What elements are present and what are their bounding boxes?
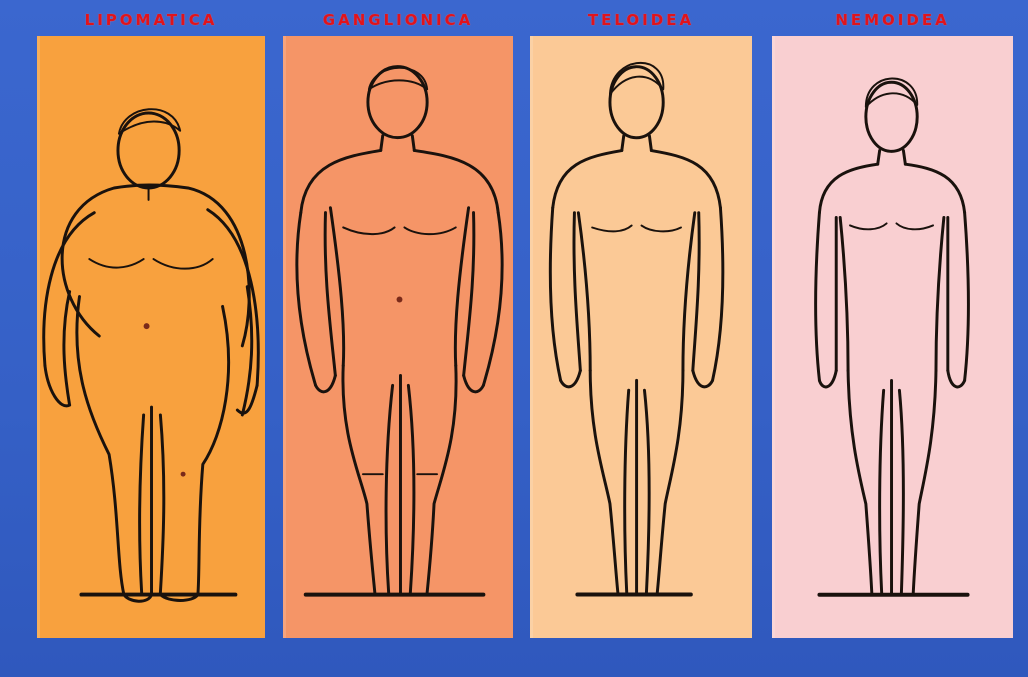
panel-1-label: LIPOMATICA xyxy=(37,7,265,33)
average-body-figure xyxy=(533,36,752,638)
panel-1 xyxy=(37,36,265,638)
obese-body-figure xyxy=(40,36,265,638)
panel-3 xyxy=(530,36,752,638)
panel-4 xyxy=(772,36,1013,638)
panel-2 xyxy=(283,36,513,638)
panel-3-label: TELOIDEA xyxy=(530,7,752,33)
muscular-body-figure xyxy=(286,36,513,638)
panel-4-label: NEMOIDEA xyxy=(772,7,1013,33)
slender-body-figure xyxy=(775,36,1013,638)
panel-2-label: GANGLIONICA xyxy=(283,7,513,33)
